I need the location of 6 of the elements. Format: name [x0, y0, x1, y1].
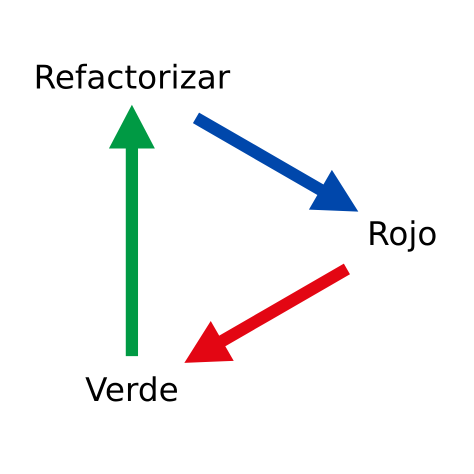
node-text: Verde: [85, 370, 179, 409]
arrow: [184, 264, 350, 363]
node-text: Rojo: [367, 214, 438, 253]
arrow: [192, 112, 358, 212]
node-text: Refactorizar: [34, 58, 230, 97]
arrow: [108, 104, 155, 356]
